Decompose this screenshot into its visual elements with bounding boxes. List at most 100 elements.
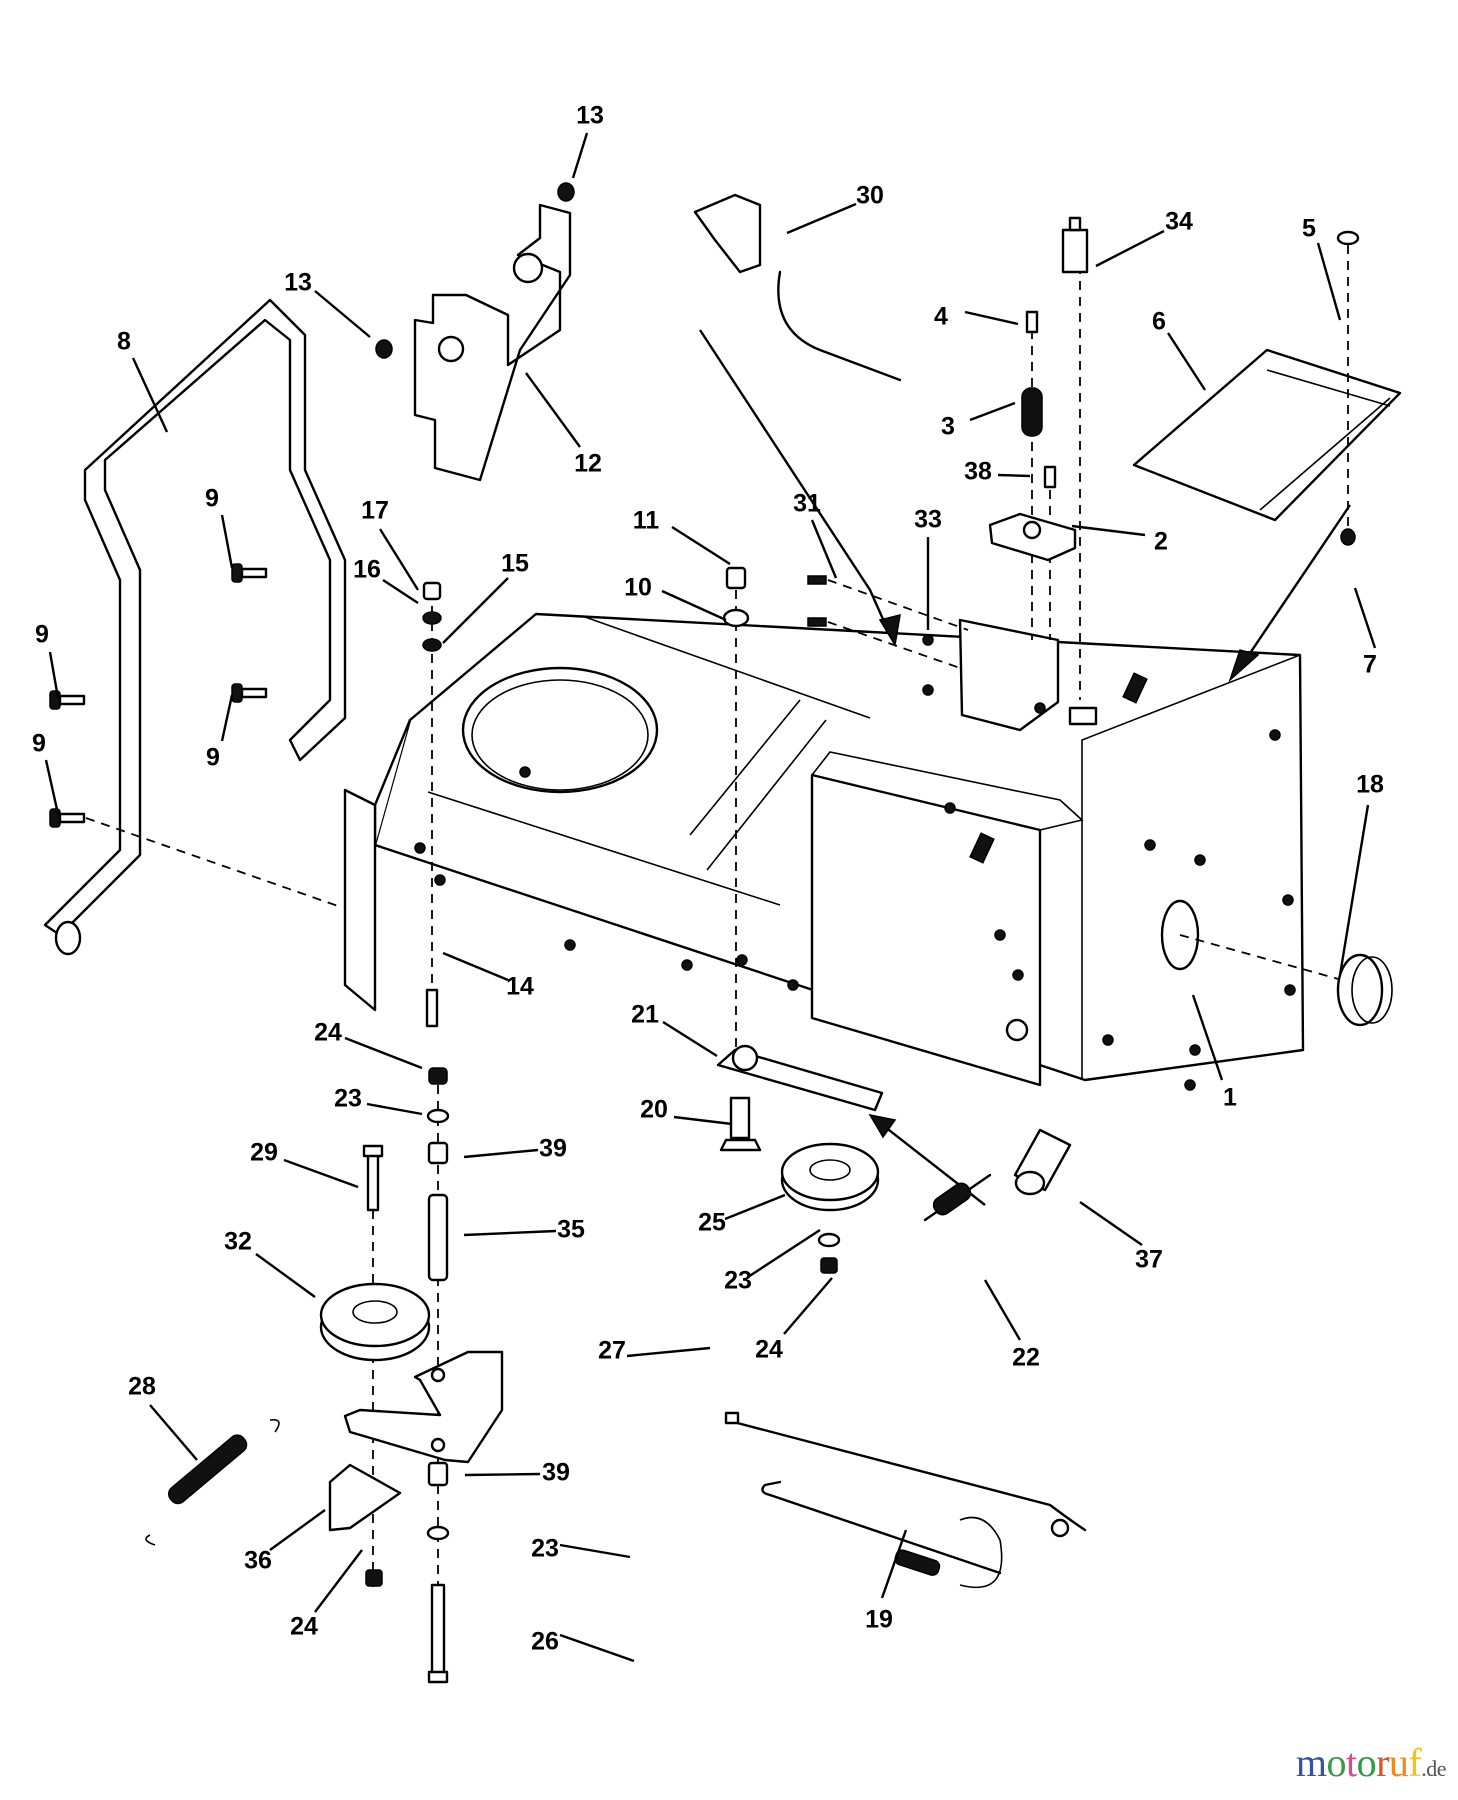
watermark-letter: m (1295, 1740, 1327, 1785)
leader-line (220, 694, 234, 742)
washer (426, 1108, 450, 1124)
frame-hole (1144, 839, 1156, 851)
screw (807, 575, 827, 585)
nut (428, 1067, 448, 1085)
frame-opening (461, 666, 659, 794)
callout-label: 8 (117, 328, 131, 356)
frame-opening-inner (471, 679, 649, 791)
nut (422, 581, 442, 601)
callout-label: 23 (724, 1267, 752, 1295)
callout-labels-layer: 1234567899991011121313141516171819202122… (32, 102, 1384, 1656)
rivet (1336, 230, 1360, 246)
leader-line (671, 525, 731, 566)
bolt-shank (58, 812, 86, 824)
frame-hole (944, 802, 956, 814)
idler-pulley-hub (809, 1159, 851, 1181)
nut (725, 566, 747, 590)
bolt-shank (58, 694, 86, 706)
frame-slot (1068, 706, 1098, 726)
leader-line (559, 1543, 631, 1559)
leader-line (442, 951, 509, 982)
nut (1340, 528, 1356, 546)
callout-label: 17 (361, 497, 389, 525)
leader-line (1095, 229, 1165, 268)
callout-label: 13 (576, 102, 604, 130)
bolt-shank (240, 567, 268, 579)
frame-hole (1034, 702, 1046, 714)
frame-hole (681, 959, 693, 971)
frame-hole (1284, 984, 1296, 996)
belt-guide (328, 1463, 402, 1532)
nut (375, 339, 393, 359)
cable-eyelet (1050, 1518, 1070, 1538)
callout-label: 20 (640, 1096, 668, 1124)
frame-hole (1189, 1044, 1201, 1056)
leader-line (255, 1253, 316, 1298)
idler-bracket (343, 1350, 504, 1464)
leader-line (747, 1228, 821, 1279)
washer (817, 1232, 841, 1248)
parts-layer (43, 182, 1402, 1684)
spring-hooks (145, 1418, 280, 1546)
leader-line (525, 372, 581, 448)
spacer (427, 1193, 449, 1282)
leader-line (48, 651, 60, 699)
leader-lines-layer (44, 132, 1377, 1663)
extension-spring (167, 1434, 248, 1505)
leader-line (661, 589, 727, 622)
watermark-suffix: .de (1421, 1756, 1446, 1781)
leader-line (1079, 1201, 1143, 1246)
washer (722, 608, 750, 628)
bolt-shank (240, 687, 268, 699)
nut (922, 634, 934, 646)
watermark-letter: t (1345, 1740, 1357, 1785)
arrow-head (1228, 649, 1260, 683)
leader-line (673, 1115, 733, 1126)
arrow-line (1239, 504, 1351, 669)
bolt (366, 1150, 380, 1212)
callout-label: 16 (353, 556, 381, 584)
control-lever (693, 193, 762, 274)
leader-line (1353, 587, 1377, 649)
leader-line (1191, 994, 1224, 1081)
frame-slot (969, 832, 995, 864)
washer (426, 1525, 450, 1541)
idler-pulley-top (780, 1142, 880, 1202)
switch-housing (958, 618, 1060, 732)
callout-label: 9 (32, 730, 46, 758)
leader-line (783, 1277, 833, 1335)
callout-label: 37 (1135, 1246, 1163, 1274)
callout-label: 15 (501, 550, 529, 578)
extension-spring (932, 1182, 972, 1216)
frame-hole (1194, 854, 1206, 866)
leader-line (1316, 242, 1342, 321)
leader-line (463, 1148, 539, 1159)
callout-label: 30 (856, 182, 884, 210)
frame-hole (434, 874, 446, 886)
shoulder-bolt-head (719, 1138, 762, 1152)
leader-line (463, 1229, 557, 1237)
frame-hole (1282, 894, 1294, 906)
watermark-letter: o (1326, 1740, 1346, 1785)
callout-label: 39 (539, 1135, 567, 1163)
frame-small-hole (1005, 1018, 1029, 1042)
switch (1061, 228, 1089, 274)
assembly-line (85, 817, 339, 907)
frame-box-top (811, 751, 1084, 831)
bolt-head (231, 563, 243, 583)
bracket-hole (430, 1367, 446, 1383)
leader-line (969, 401, 1016, 422)
callout-label: 28 (128, 1373, 156, 1401)
idler-arm-boss (731, 1044, 759, 1072)
leader-line (1338, 804, 1370, 976)
callout-label: 39 (542, 1459, 570, 1487)
bushing (427, 1141, 449, 1165)
callout-label: 14 (506, 973, 534, 1001)
motoruf-watermark[interactable]: motoruf.de (1295, 1739, 1447, 1786)
callout-label: 36 (244, 1547, 272, 1575)
bolt (430, 1583, 446, 1677)
plate-hinge (1259, 369, 1391, 511)
hinged-plate (1132, 348, 1402, 522)
leader-line (44, 759, 60, 815)
frame-side-edge (1081, 654, 1301, 1080)
